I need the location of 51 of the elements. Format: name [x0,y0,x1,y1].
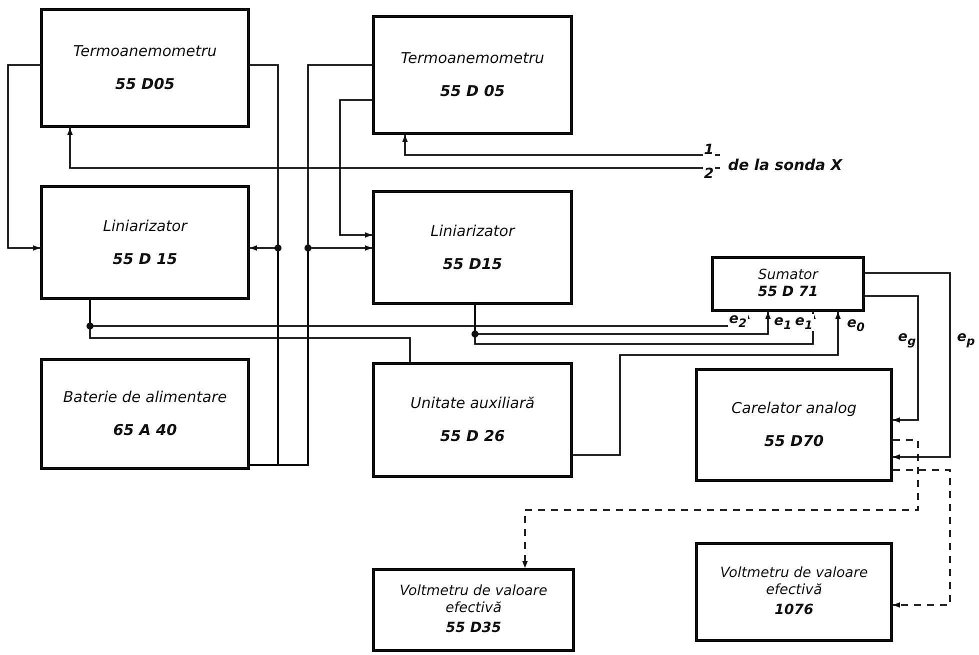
connector [474,305,816,345]
connector [573,312,841,456]
block-title: Liniarizator [102,216,188,236]
instrument-box [372,190,573,305]
block-title: Voltmetru de valoare efectivă [398,582,548,618]
connector [250,64,279,466]
model-number: 55 D15 [442,254,502,274]
connector [89,300,411,362]
instrument-box [40,185,250,300]
edge-label: e$_{1}$ [794,314,814,332]
edge-label: e$_{g}$ [897,330,917,348]
model-number: 55 D70 [764,432,824,451]
line-number: 2 [703,167,715,181]
block-title: de la sonda X [728,156,842,174]
block-title: Voltmetru de valoare efectivă [719,564,869,600]
connector [67,128,720,169]
block-title: Unitate auxiliară [410,394,535,413]
connector [865,295,919,423]
instrument-box [695,368,893,482]
instrument-box [372,568,575,652]
model-number: 1076 [774,602,814,620]
model-number: 55 D 71 [758,284,818,302]
model-number: 55 D 15 [112,250,178,268]
dashed-connector [893,469,951,608]
connector [7,64,40,251]
edge-label: e$_{0}$ [846,316,866,334]
model-number: 55 D 26 [440,427,505,446]
block-title: Carelator analog [731,399,857,418]
instrument-box [40,358,250,470]
block-title: Baterie de alimentare [63,388,227,407]
connector [402,135,720,156]
block-title: Sumator [758,266,818,284]
edge-label: e$_{p}$ [956,330,976,348]
block-title: Liniarizator [430,222,515,240]
line-number: 1 [703,143,715,157]
instrument-box [40,8,250,128]
instrument-box [372,362,573,478]
edge-label: e$_{2}$ [728,312,748,330]
connector [339,99,372,238]
block-title: Termoanemometru [73,42,217,61]
model-number: 65 A 40 [113,421,177,440]
model-number: 55 D 05 [440,82,505,101]
block-title: Termoanemometru [400,49,544,68]
edge-label: e$_{1}$ [773,314,793,332]
instrument-box [695,542,893,642]
model-number: 55 D35 [446,620,502,638]
instrument-box [711,256,865,312]
model-number: 55 D05 [115,75,175,94]
instrument-box [372,15,573,135]
dashed-connector [522,439,919,568]
connector [865,272,951,460]
